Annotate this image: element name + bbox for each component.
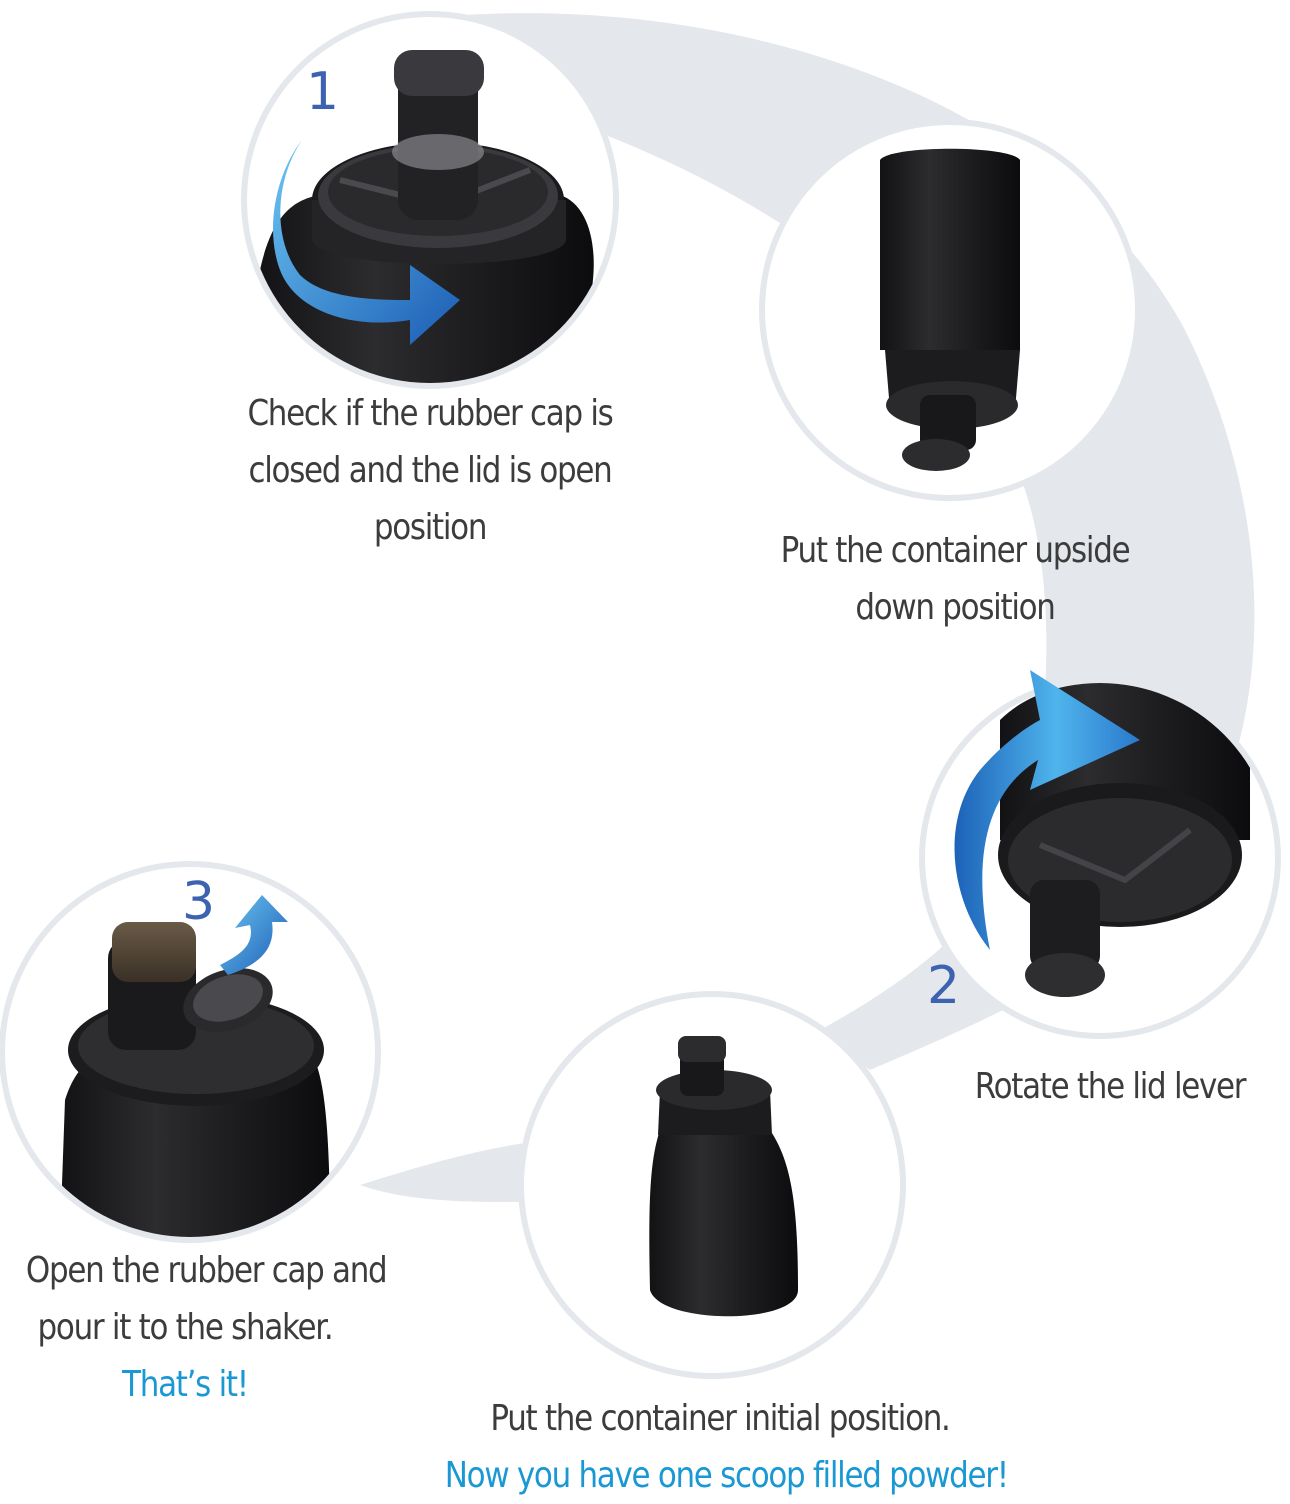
- rotate-arrow-icon: [954, 670, 1140, 950]
- step-initial-position-illustration: [518, 991, 906, 1379]
- step-number-1: 1: [306, 62, 340, 122]
- step-upside-down-illustration: [759, 119, 1141, 501]
- result-highlight: Now you have one scoop filled powder!: [444, 1455, 1009, 1496]
- flip-arrow-icon: [220, 895, 288, 975]
- step-1-illustration: [241, 11, 619, 389]
- rotate-arrow-icon: [273, 140, 460, 345]
- step-3-caption: Open the rubber cap and pour it to the s…: [26, 1242, 388, 1413]
- step-number-3: 3: [182, 872, 216, 932]
- step-initial-position-caption: Put the container initial position. Now …: [444, 1390, 1009, 1504]
- step-2-caption: Rotate the lid lever: [974, 1066, 1247, 1107]
- step-number-2: 2: [927, 956, 961, 1016]
- step-1-caption: Check if the rubber cap is closed and th…: [247, 393, 613, 548]
- finish-highlight: That’s it!: [122, 1364, 249, 1405]
- step-3-illustration: [0, 861, 381, 1243]
- step-upside-down-caption: Put the container upside down position: [780, 530, 1131, 628]
